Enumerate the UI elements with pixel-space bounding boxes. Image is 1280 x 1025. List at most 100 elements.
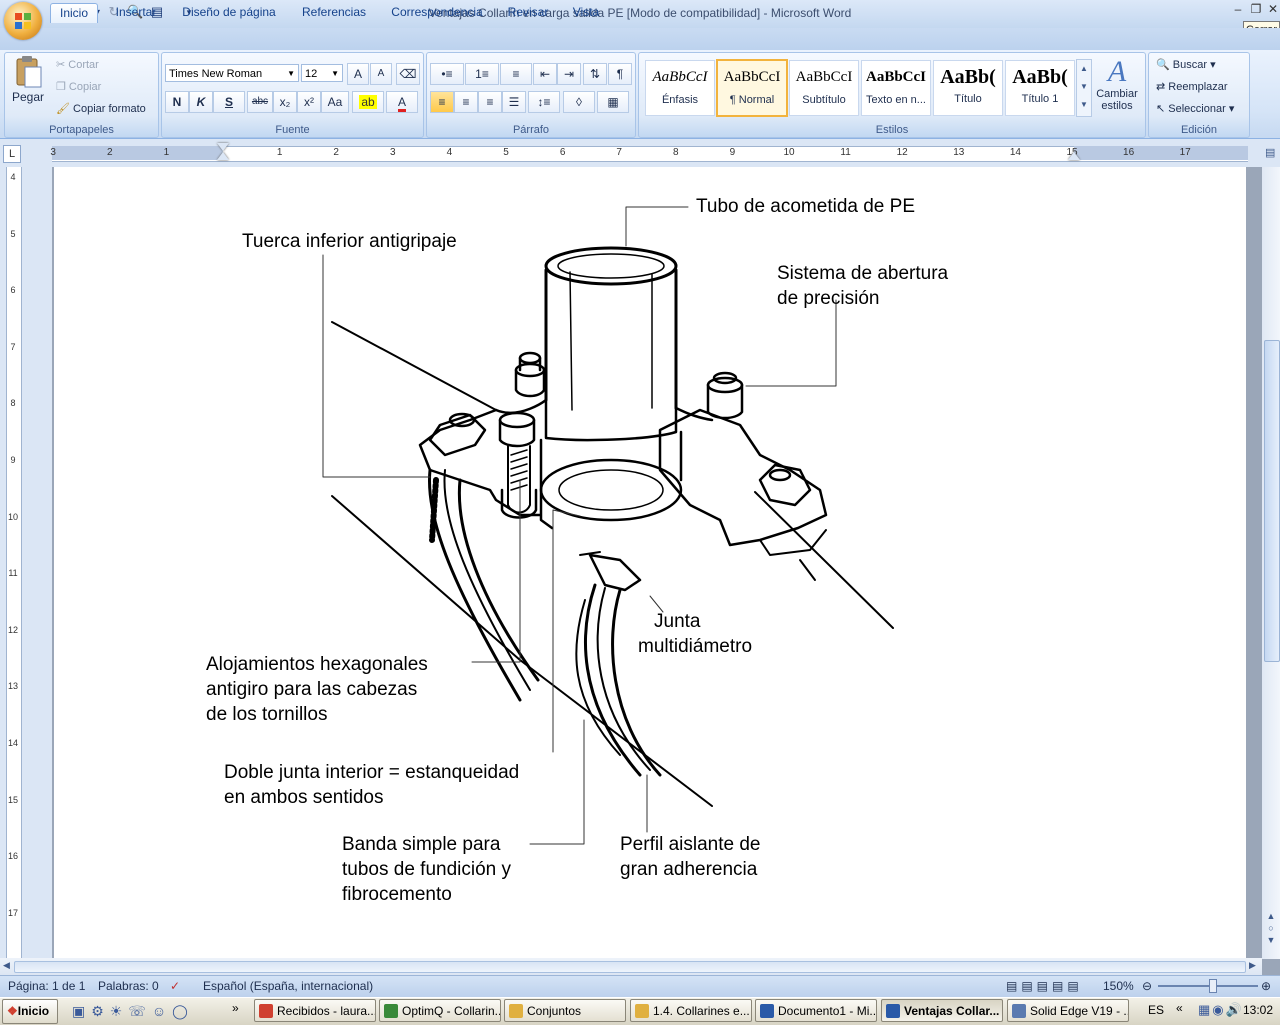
tab-vista[interactable]: Vista: [572, 5, 600, 19]
language-indicator[interactable]: ES: [1148, 1003, 1165, 1017]
taskbar-item[interactable]: Recibidos - laura...: [254, 999, 376, 1022]
style-titulo[interactable]: AaBb(Título: [933, 60, 1003, 116]
highlight-button[interactable]: ab: [352, 91, 384, 113]
shading-button[interactable]: ◊: [563, 91, 595, 113]
start-button[interactable]: ❖Inicio: [2, 999, 58, 1024]
grow-font-button[interactable]: A: [347, 63, 369, 85]
change-case-button[interactable]: Aa: [321, 91, 349, 113]
status-page[interactable]: Página: 1 de 1: [8, 979, 86, 993]
style-normal[interactable]: AaBbCcI¶ Normal: [716, 59, 788, 117]
ruler-number: 10: [783, 147, 795, 158]
replace-button[interactable]: ⇄ Reemplazar: [1156, 80, 1228, 93]
underline-button[interactable]: S: [213, 91, 245, 113]
borders-button[interactable]: ▦: [597, 91, 629, 113]
proofing-icon[interactable]: ✓: [170, 979, 181, 993]
justify-button[interactable]: ☰: [502, 91, 526, 113]
line-spacing-button[interactable]: ↕≡: [528, 91, 560, 113]
zoom-level[interactable]: 150%: [1103, 979, 1134, 993]
bold-button[interactable]: N: [165, 91, 189, 113]
customize-qat-icon[interactable]: ▾: [186, 7, 192, 17]
strikethrough-button[interactable]: abc: [247, 91, 273, 113]
align-left-button[interactable]: ≡: [430, 91, 454, 113]
document-page[interactable]: [54, 167, 1246, 959]
taskbar-item[interactable]: Ventajas Collar...: [881, 999, 1003, 1022]
scroll-left-icon[interactable]: ◀: [3, 960, 10, 970]
taskbar-item[interactable]: Solid Edge V19 - ...: [1007, 999, 1129, 1022]
font-size-combo[interactable]: 12▼: [301, 64, 343, 82]
italic-button[interactable]: K: [189, 91, 213, 113]
view-buttons-icon[interactable]: ▤▤▤▤▤: [1006, 979, 1083, 993]
browse-controls[interactable]: ▲○▼: [1264, 910, 1278, 946]
paste-button[interactable]: Pegar: [8, 55, 48, 115]
zoom-slider-thumb[interactable]: [1209, 979, 1217, 993]
toolbar-icon[interactable]: ▤: [150, 4, 164, 19]
hanging-indent-marker[interactable]: [217, 152, 229, 160]
styles-scroll[interactable]: ▲▼▼: [1076, 59, 1092, 117]
find-button[interactable]: 🔍 Buscar ▾: [1156, 59, 1216, 71]
shrink-font-button[interactable]: A: [370, 63, 392, 85]
taskbar-item[interactable]: Conjuntos: [504, 999, 626, 1022]
print-preview-icon[interactable]: 🔍: [127, 4, 144, 19]
ruler-number: 3: [390, 147, 396, 158]
status-language[interactable]: Español (España, internacional): [203, 979, 374, 993]
tab-correspondencia[interactable]: Correspondencia: [391, 5, 483, 19]
align-left-icon: ≡: [438, 95, 446, 109]
align-center-button[interactable]: ≡: [454, 91, 478, 113]
ruler-number: 1: [276, 147, 283, 158]
cut-button[interactable]: ✂ Cortar: [56, 58, 99, 71]
format-painter-button[interactable]: 🖌 Copiar formato: [56, 102, 146, 115]
zoom-out-icon[interactable]: ⊖: [1142, 979, 1153, 993]
bullets-button[interactable]: •≡: [430, 63, 464, 85]
decrease-indent-button[interactable]: ⇤: [533, 63, 557, 85]
style-name: Subtítulo: [802, 94, 846, 106]
view-ruler-icon[interactable]: ▤: [1265, 147, 1276, 159]
select-button[interactable]: ↖ Seleccionar ▾: [1156, 103, 1235, 115]
zoom-slider[interactable]: [1158, 985, 1258, 987]
restore-icon[interactable]: ❐: [1250, 2, 1262, 16]
tray-icons[interactable]: ▦◉🔊: [1198, 1002, 1244, 1017]
tab-inicio[interactable]: Inicio: [50, 3, 98, 23]
style-preview: AaBbCcI: [652, 69, 708, 85]
align-right-button[interactable]: ≡: [478, 91, 502, 113]
clear-format-button[interactable]: ⌫: [396, 63, 420, 85]
subscript-button[interactable]: x₂: [273, 91, 297, 113]
superscript-button[interactable]: x²: [297, 91, 321, 113]
increase-indent-button[interactable]: ⇥: [557, 63, 581, 85]
copy-button[interactable]: ❐ Copiar: [56, 80, 101, 93]
style-titulo1[interactable]: AaBb(Título 1: [1005, 60, 1075, 116]
minimize-icon[interactable]: –: [1234, 2, 1242, 16]
font-name-combo[interactable]: Times New Roman▼: [165, 64, 299, 82]
tab-diseno[interactable]: Diseño de página: [182, 5, 276, 19]
change-styles-button[interactable]: A Cambiar estilos: [1094, 56, 1140, 120]
status-words[interactable]: Palabras: 0: [98, 979, 159, 993]
numbering-button[interactable]: 1≡: [465, 63, 499, 85]
style-name: Título: [954, 93, 982, 105]
style-name: Texto en n...: [866, 94, 926, 106]
tab-referencias[interactable]: Referencias: [301, 5, 367, 19]
horizontal-scroll-thumb[interactable]: [14, 961, 1246, 973]
redo-icon[interactable]: ↻: [108, 4, 120, 19]
tab-revisar[interactable]: Revisar: [507, 5, 549, 19]
quicklaunch-more-icon[interactable]: »: [232, 1001, 239, 1015]
multilevel-button[interactable]: ≡: [500, 63, 532, 85]
tab-selector-icon[interactable]: L: [3, 145, 21, 163]
taskbar-item[interactable]: OptimQ - Collarin...: [379, 999, 501, 1022]
tab-insertar[interactable]: Insertar: [115, 5, 157, 19]
scroll-right-icon[interactable]: ▶: [1249, 960, 1256, 970]
vertical-scroll-thumb[interactable]: [1264, 340, 1280, 662]
quicklaunch-icons[interactable]: ▣⚙☀☏☺◯: [72, 1003, 194, 1019]
office-button[interactable]: [4, 2, 42, 40]
tray-expand-icon[interactable]: «: [1176, 1001, 1183, 1015]
taskbar-item[interactable]: Documento1 - Mi...: [755, 999, 877, 1022]
taskbar-item[interactable]: 1.4. Collarines e...: [630, 999, 752, 1022]
font-color-button[interactable]: A: [386, 91, 418, 113]
zoom-in-icon[interactable]: ⊕: [1261, 979, 1272, 993]
show-marks-button[interactable]: ¶: [608, 63, 632, 85]
close-icon[interactable]: ✕: [1267, 2, 1279, 16]
right-indent-marker[interactable]: [1068, 152, 1080, 160]
first-line-indent-marker[interactable]: [217, 143, 229, 151]
sort-button[interactable]: ⇅: [583, 63, 607, 85]
